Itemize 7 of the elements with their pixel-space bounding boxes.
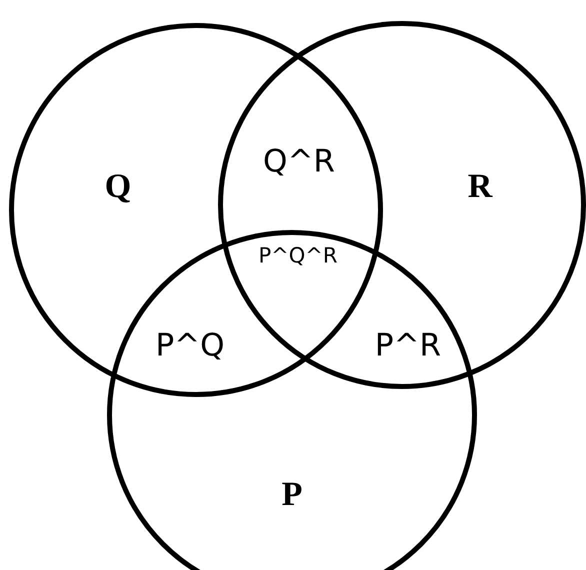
- set-label: P: [282, 478, 302, 512]
- intersection-label: P^Q^R: [258, 246, 338, 266]
- set-label: R: [468, 170, 492, 204]
- intersection-label: P^Q: [155, 330, 225, 362]
- intersection-label: Q^R: [263, 146, 335, 178]
- set-label: Q: [104, 170, 132, 204]
- intersection-label: P^R: [374, 330, 442, 362]
